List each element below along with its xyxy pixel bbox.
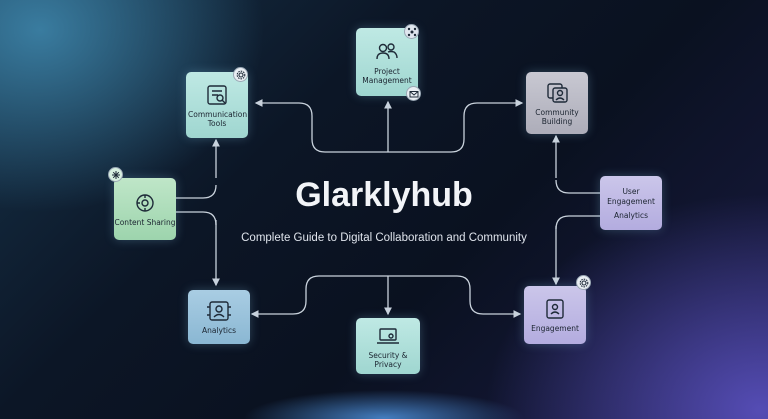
node-analytics[interactable]: Analytics — [188, 290, 250, 344]
node-user-engagement-analytics[interactable]: User Engagement Analytics — [600, 176, 662, 230]
gear-icon — [233, 67, 248, 82]
share-dial-icon — [136, 194, 154, 213]
link-top-to-communication — [254, 99, 388, 153]
sparkle-icon — [108, 167, 123, 182]
gear-icon — [576, 275, 591, 290]
node-label: Security & Privacy — [368, 350, 408, 369]
link-content-up-bend — [176, 184, 217, 199]
user-frame-icon — [207, 301, 231, 322]
network-icon — [404, 24, 419, 39]
node-label: Communication Tools — [188, 109, 248, 128]
engagement-doc-icon — [546, 299, 564, 320]
link-user-down-bend — [555, 215, 600, 230]
node-label-secondary: Analytics — [613, 211, 649, 221]
node-label: Project Management — [362, 66, 412, 85]
profile-card-icon — [547, 82, 568, 103]
link-bottom-to-engagement — [388, 275, 522, 318]
people-icon — [376, 42, 398, 59]
node-engagement[interactable]: Engagement — [524, 286, 586, 344]
node-project-management[interactable]: Project Management — [356, 28, 418, 96]
node-communication-tools[interactable]: Communication Tools — [186, 72, 248, 138]
link-user-up-bend — [555, 179, 600, 194]
node-content-sharing[interactable]: Content Sharing — [114, 178, 176, 240]
page-title: Glarklyhub — [295, 176, 473, 214]
page-subtitle: Complete Guide to Digital Collaboration … — [241, 232, 527, 244]
node-label: Analytics — [201, 326, 237, 336]
link-top-to-community — [388, 99, 524, 153]
link-content-down-bend — [176, 211, 217, 226]
node-security-privacy[interactable]: Security & Privacy — [356, 318, 420, 374]
node-label: Community Building — [535, 107, 579, 126]
laptop-user-icon — [377, 327, 399, 344]
toolkit-icon — [207, 84, 227, 105]
node-label: Engagement — [531, 324, 579, 334]
node-community-building[interactable]: Community Building — [526, 72, 588, 134]
node-label: User Engagement — [607, 187, 655, 206]
node-label: Content Sharing — [114, 218, 176, 228]
mail-icon — [406, 86, 421, 101]
link-bottom-to-analytics — [250, 275, 388, 318]
